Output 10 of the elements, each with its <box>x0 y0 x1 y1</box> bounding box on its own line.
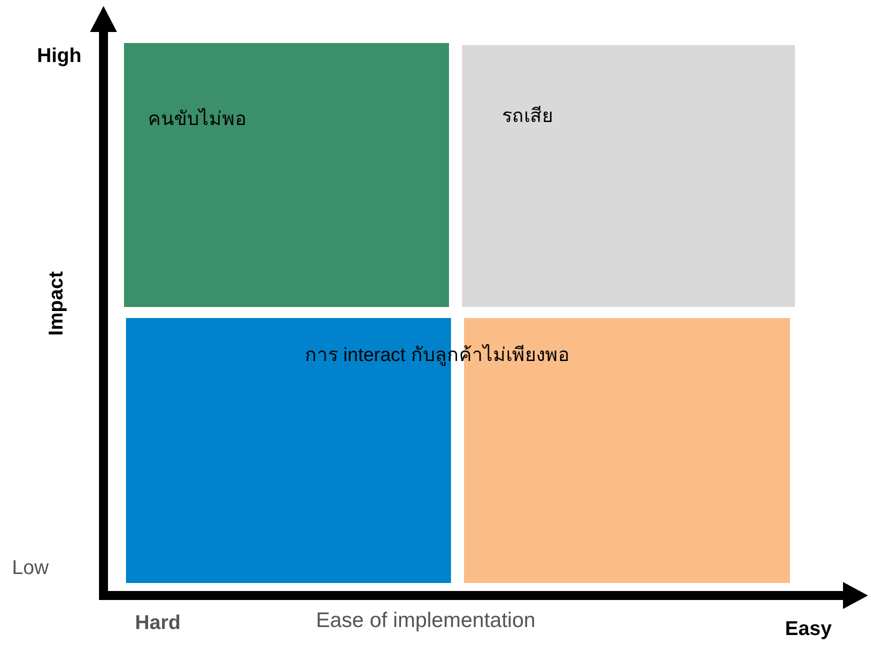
axis-title: Ease of implementation <box>316 609 536 633</box>
axis-end-label: Low <box>12 557 49 580</box>
quadrant-label: รถเสีย <box>502 104 553 129</box>
axis-end-label: Easy <box>785 618 832 641</box>
axis-title: Impact <box>46 271 69 336</box>
quadrant-panel <box>462 45 795 307</box>
axis-end-label: Hard <box>135 612 181 635</box>
quadrant-label: คนขับไม่พอ <box>148 107 246 132</box>
axis-end-label: High <box>37 45 82 68</box>
quadrant-panel <box>124 43 449 307</box>
